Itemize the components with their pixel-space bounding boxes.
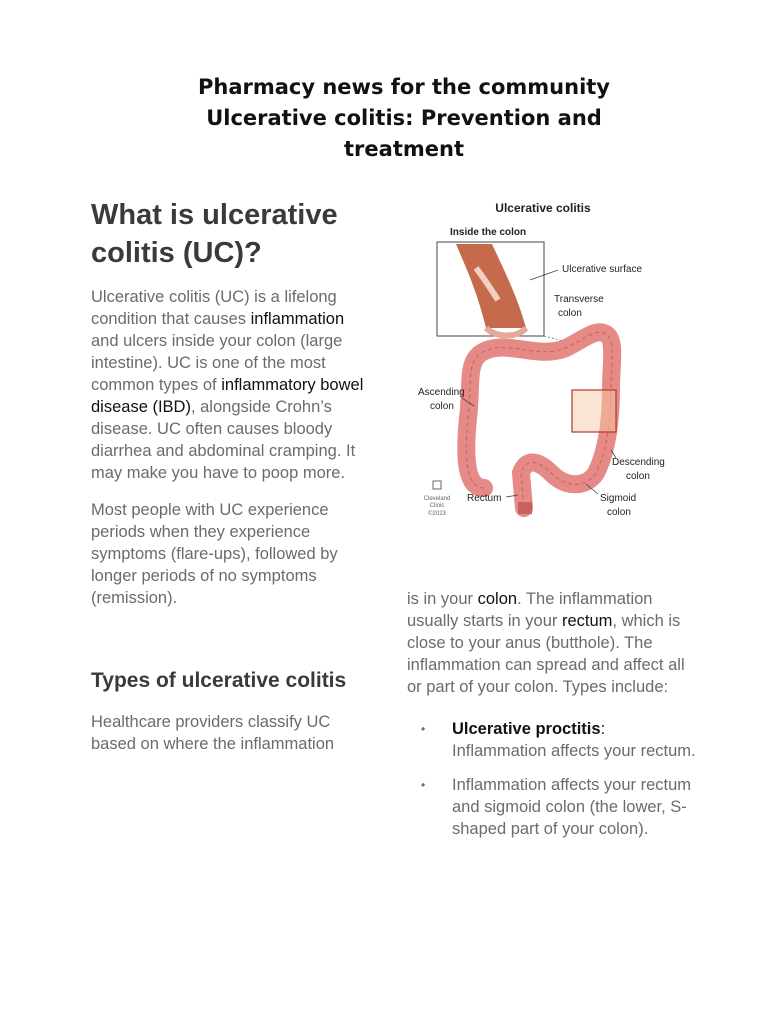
- ibd-link[interactable]: inflammatory bowel disease (IBD): [91, 376, 364, 416]
- title-line-1: Pharmacy news for the community: [197, 75, 610, 99]
- text-span: Ulcerative colitis (UC) is a lifelong co…: [91, 288, 337, 328]
- credit-line-3: ©2023: [428, 510, 446, 517]
- list-item: • Inflammation affects your rectum and si…: [407, 774, 697, 840]
- flare-up-paragraph: Most people with UC experience periods w…: [91, 501, 338, 607]
- types-intro-paragraph: Healthcare providers classify UC based o…: [91, 713, 335, 753]
- label-sigmoid-1: Sigmoid: [600, 493, 636, 504]
- label-ascending-2: colon: [430, 401, 454, 412]
- text-span: , alongside Crohn’s disease. UC often ca…: [91, 398, 356, 482]
- leader-line: [529, 269, 559, 281]
- text-span: and ulcers inside your colon (large inte…: [91, 332, 343, 394]
- colon-link[interactable]: colon: [477, 590, 518, 608]
- ulcer-patch: [473, 266, 501, 302]
- list-item: • Ulcerative proctitis: Inflammation affe…: [407, 718, 697, 762]
- title-line-2: Ulcerative colitis: Prevention and: [206, 106, 602, 130]
- uc-types-list: • Ulcerative proctitis: Inflammation affe…: [407, 718, 697, 840]
- label-transverse-1: Transverse: [554, 294, 604, 305]
- colon-diagram: Ulcerative colitis Inside the colon Ulce…: [418, 201, 665, 518]
- leader-line: [461, 397, 475, 407]
- label-descending-1: Descending: [612, 457, 665, 468]
- section-heading-what-is-uc: What is ulcerative colitis (UC)?: [91, 199, 338, 269]
- label-rectum: Rectum: [467, 493, 501, 504]
- label-ulcerative-surface: Ulcerative surface: [562, 264, 642, 275]
- inflamed-region-box: [571, 389, 617, 433]
- intro-paragraph: Ulcerative colitis (UC) is a lifelong co…: [91, 286, 366, 484]
- leader-line: [505, 494, 519, 498]
- document-title: Pharmacy news for the community Ulcerati…: [0, 72, 768, 165]
- rectum-end: [518, 502, 532, 514]
- figure-title: Ulcerative colitis: [495, 201, 591, 215]
- text-span: , which is close to your anus (butthole)…: [407, 612, 685, 696]
- inset-label: Inside the colon: [450, 227, 526, 238]
- label-transverse-2: colon: [558, 308, 582, 319]
- cleveland-clinic-logo-icon: [432, 480, 442, 490]
- text-span: . The inflammation usually starts in you…: [407, 590, 653, 630]
- inset-connector: [543, 335, 577, 345]
- bullet-icon: •: [421, 722, 426, 736]
- bullet-icon: •: [421, 778, 426, 792]
- leader-line: [585, 483, 599, 495]
- colon-inner-line: [465, 331, 613, 509]
- label-ascending-1: Ascending: [418, 387, 465, 398]
- types-continued-paragraph: is in your colon. The inflammation usual…: [407, 588, 697, 698]
- credit-line-1: Cleveland: [424, 496, 451, 502]
- left-column: What is ulcerative colitis (UC)? Ulcerat…: [91, 196, 366, 755]
- ulcerative-proctitis-link[interactable]: Ulcerative proctitis: [452, 720, 601, 738]
- rectum-link[interactable]: rectum: [561, 612, 613, 630]
- text-span: Inflammation affects your rectum and sig…: [452, 776, 692, 838]
- inflammation-link[interactable]: inflammation: [250, 310, 345, 328]
- credit-line-2: Clinic: [430, 503, 445, 509]
- text-span: :: [600, 720, 606, 738]
- inset-colon-rim: [483, 325, 529, 339]
- leader-line: [610, 449, 617, 459]
- section-heading-types: Types of ulcerative colitis: [91, 669, 347, 692]
- ulcerative-colitis-illustration: Ulcerative colitis Inside the colon Ulce…: [406, 188, 678, 528]
- text-span: is in your: [407, 590, 478, 608]
- right-column: is in your colon. The inflammation usual…: [407, 588, 697, 852]
- text-span: Inflammation affects your rectum.: [452, 742, 696, 760]
- title-line-3: treatment: [344, 137, 464, 161]
- label-descending-2: colon: [626, 471, 650, 482]
- label-sigmoid-2: colon: [607, 507, 631, 518]
